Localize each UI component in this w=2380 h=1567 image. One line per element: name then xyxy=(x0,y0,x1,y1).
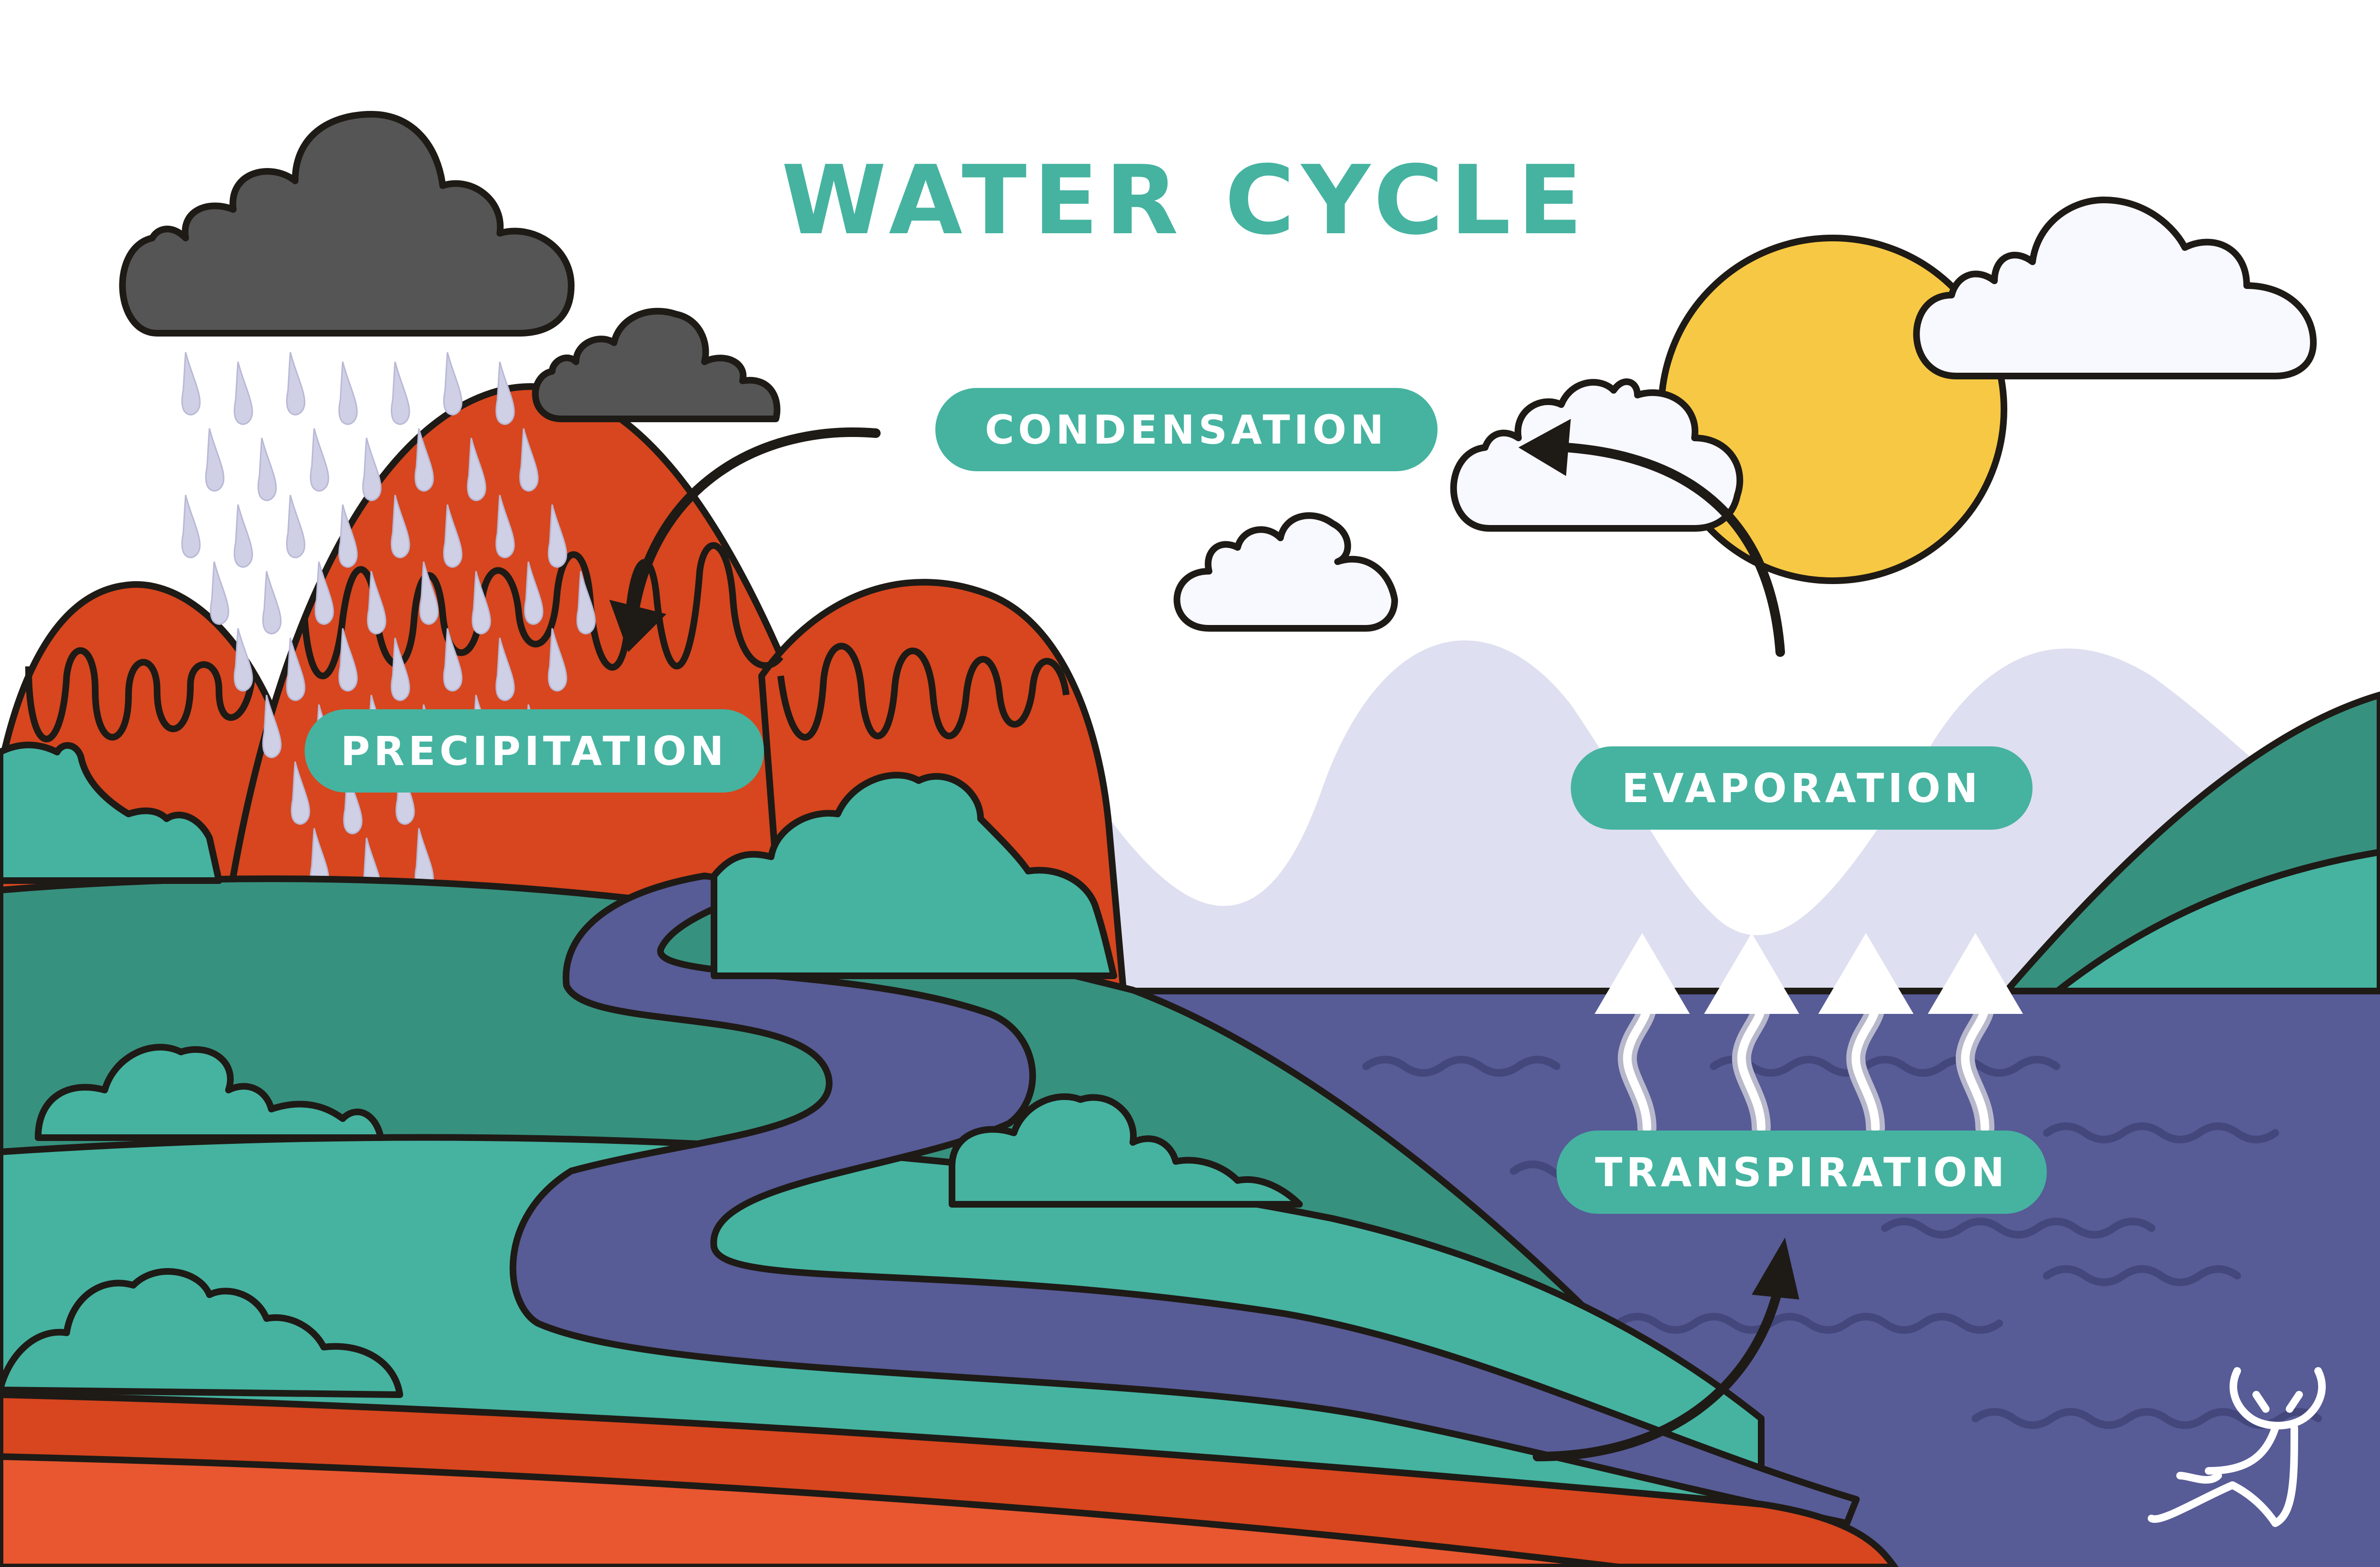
cloud-small xyxy=(1173,512,1398,632)
arrow-transpiration xyxy=(1533,1276,1785,1461)
bush-center xyxy=(711,772,1117,979)
raindrop xyxy=(315,561,334,625)
svg-text:PRECIPITATION: PRECIPITATION xyxy=(341,728,728,774)
raindrop xyxy=(286,637,306,701)
raindrop xyxy=(181,495,201,558)
raindrop xyxy=(286,352,306,416)
raindrop xyxy=(262,571,282,635)
raindrop xyxy=(576,571,596,635)
bush-right-middle xyxy=(949,1093,1303,1208)
raindrop xyxy=(234,504,253,568)
raindrop xyxy=(181,352,201,416)
svg-text:CONDENSATION: CONDENSATION xyxy=(985,407,1388,453)
label-transpiration: TRANSPIRATION xyxy=(1557,1131,2047,1214)
deer-icon xyxy=(2148,1367,2326,1527)
arrowhead-left xyxy=(1518,419,1571,476)
arrowhead-up xyxy=(1752,1238,1799,1299)
raindrop xyxy=(391,637,410,701)
cloud-right-large xyxy=(1913,197,2317,379)
raindrop xyxy=(443,628,463,692)
arrowhead-down xyxy=(609,600,666,652)
raindrop xyxy=(291,761,310,825)
evaporation-arrows xyxy=(1595,933,2023,1138)
raindrop xyxy=(310,428,329,492)
raindrop xyxy=(467,437,486,501)
raindrop xyxy=(210,561,229,625)
storm-clouds xyxy=(119,111,781,422)
svg-text:EVAPORATION: EVAPORATION xyxy=(1622,765,1982,812)
raindrop xyxy=(496,361,515,425)
arrow-condensation-to-precipitation xyxy=(628,427,881,624)
cycle-arrows xyxy=(628,427,1785,1461)
sea xyxy=(1119,990,2380,1567)
raindrop xyxy=(338,504,358,568)
bush-left-middle xyxy=(35,1044,384,1141)
raindrop xyxy=(338,628,358,692)
bushes xyxy=(0,742,1303,1398)
label-precipitation: PRECIPITATION xyxy=(305,709,764,793)
arrow-heads xyxy=(609,419,1799,1299)
raindrop xyxy=(205,428,225,492)
raindrop xyxy=(338,361,358,425)
arrow-evaporation-to-condensation xyxy=(1561,443,1785,657)
svg-text:TRANSPIRATION: TRANSPIRATION xyxy=(1595,1149,2008,1196)
raindrop xyxy=(496,637,515,701)
ground-strata xyxy=(0,1391,1899,1567)
raindrop xyxy=(234,361,253,425)
raindrop xyxy=(496,495,515,558)
raindrop xyxy=(391,495,410,558)
raindrop xyxy=(519,428,539,492)
bush-left-bottom xyxy=(0,1268,403,1398)
raindrop xyxy=(391,361,410,425)
label-condensation: CONDENSATION xyxy=(935,388,1438,471)
raindrop xyxy=(362,437,382,501)
background-haze-hills xyxy=(1071,640,2380,1000)
raindrop xyxy=(367,571,387,635)
raindrop xyxy=(415,428,434,492)
raindrop xyxy=(262,694,282,758)
raindrop xyxy=(258,437,277,501)
raindrop xyxy=(524,561,544,625)
page-title: WATER CYCLE xyxy=(782,145,1589,256)
raindrop xyxy=(443,504,463,568)
raindrop xyxy=(472,571,491,635)
bush-left-top xyxy=(0,742,222,884)
raindrop xyxy=(548,504,567,568)
raindrop xyxy=(548,628,567,692)
raindrop xyxy=(443,352,463,416)
right-hill-near xyxy=(2037,848,2380,1003)
storm-cloud-large xyxy=(119,111,575,337)
label-evaporation: EVAPORATION xyxy=(1571,746,2033,830)
raindrop xyxy=(419,561,439,625)
raindrop xyxy=(234,628,253,692)
storm-cloud-small xyxy=(532,307,781,422)
raindrop xyxy=(286,495,306,558)
